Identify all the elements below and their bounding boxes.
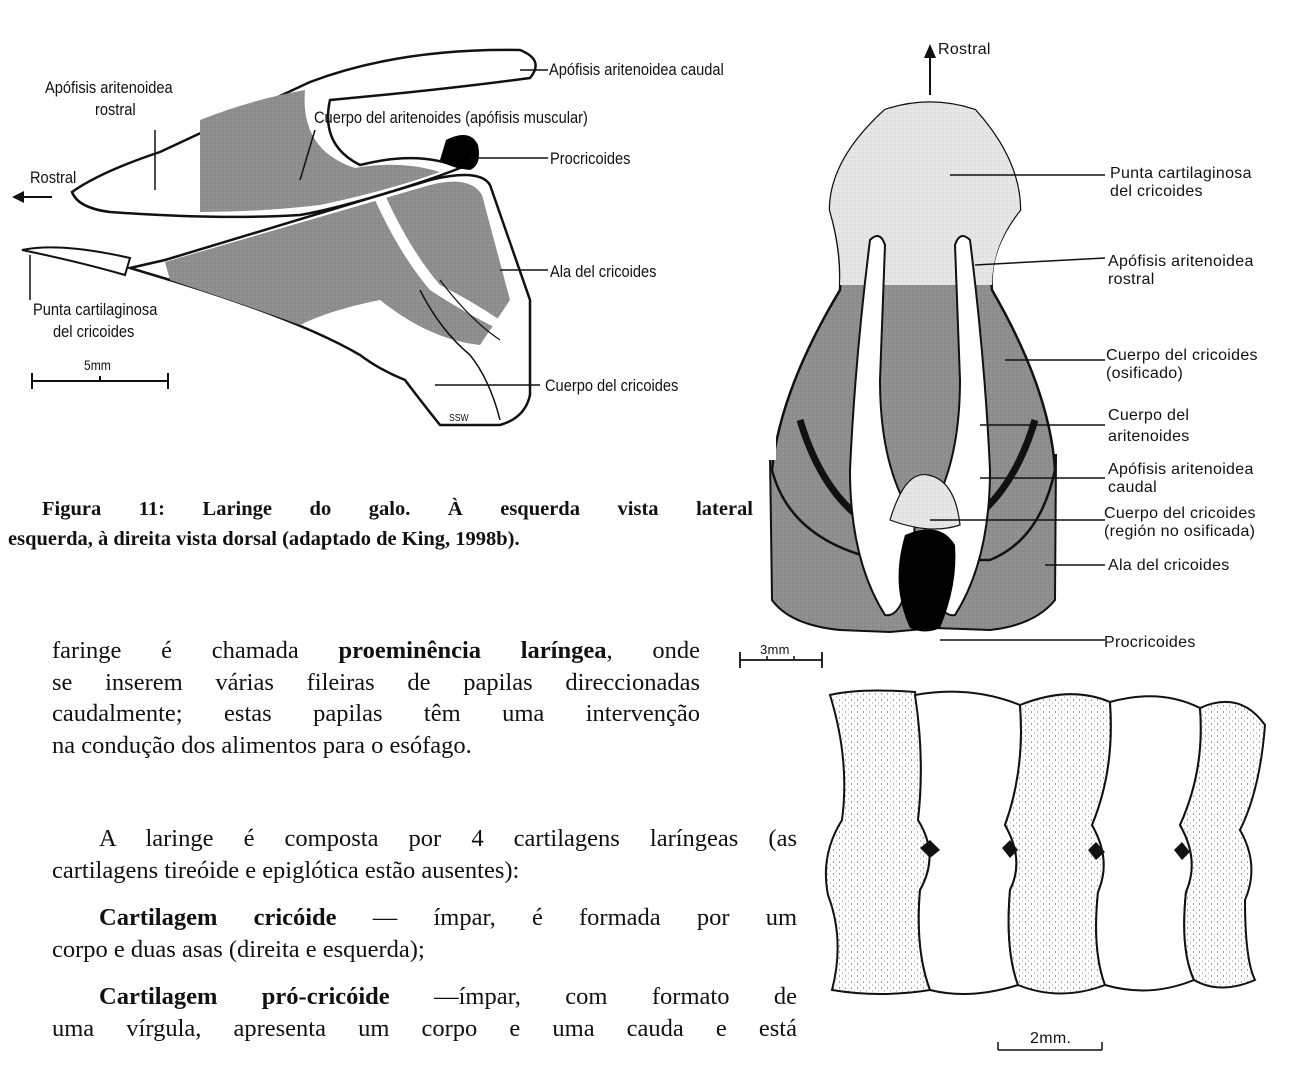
label-cuerpo-cricoides-noosif-2: (región no osificada) bbox=[1104, 523, 1255, 540]
caption-line-1: Figura 11: Laringe do galo. À esquerda v… bbox=[8, 494, 753, 524]
label-procricoides: Procricoides bbox=[550, 149, 630, 168]
label-rostral-left: Rostral bbox=[30, 168, 76, 187]
p3-line-1: Cartilagem cricóide — ímpar, é formada p… bbox=[52, 902, 797, 934]
p1-line-2: se inserem várias fileiras de papilas di… bbox=[52, 667, 700, 699]
paragraph-2: A laringe é composta por 4 cartilagens l… bbox=[52, 823, 797, 886]
label-ala-cricoides: Ala del cricoides bbox=[550, 262, 656, 281]
p2-line-1: A laringe é composta por 4 cartilagens l… bbox=[52, 823, 797, 855]
label-apofisis-rostral-r2: rostral bbox=[1108, 271, 1155, 288]
dorsal-view-figure bbox=[730, 0, 1290, 690]
label-punta-cricoides-r2: del cricoides bbox=[1110, 183, 1203, 200]
caption-line-2: esquerda, à direita vista dorsal (adapta… bbox=[8, 524, 753, 554]
paragraph-4: Cartilagem pró-cricóide —ímpar, com form… bbox=[52, 981, 797, 1044]
p2-line-2: cartilagens tireóide e epiglótica estão … bbox=[52, 855, 797, 887]
p4-line-2: uma vírgula, apresenta um corpo e uma ca… bbox=[52, 1013, 797, 1045]
p1-line-3: caudalmente; estas papilas têm uma inter… bbox=[52, 698, 700, 730]
artist-signature: SSW bbox=[449, 409, 469, 428]
label-apofisis-rostral-r1: Apófisis aritenoidea bbox=[1108, 253, 1254, 270]
label-cuerpo-aritenoides-r1: Cuerpo del bbox=[1108, 407, 1189, 424]
label-apofisis-rostral-line1: Apófisis aritenoidea bbox=[45, 78, 173, 97]
scale-label-5mm: 5mm bbox=[84, 356, 111, 375]
label-punta-cricoides-r1: Punta cartilaginosa bbox=[1110, 165, 1252, 182]
paragraph-1: faringe é chamada proeminência laríngea,… bbox=[52, 635, 700, 761]
p3-line-2: corpo e duas asas (direita e esquerda); bbox=[52, 934, 797, 966]
paragraph-3: Cartilagem cricóide — ímpar, é formada p… bbox=[52, 902, 797, 965]
label-punta-cricoides-line1: Punta cartilaginosa bbox=[33, 300, 157, 319]
label-apofisis-caudal-r2: caudal bbox=[1108, 479, 1157, 496]
label-apofisis-caudal: Apófisis aritenoidea caudal bbox=[549, 60, 724, 79]
label-cuerpo-cricoides-osif-1: Cuerpo del cricoides bbox=[1106, 347, 1258, 364]
label-punta-cricoides-line2: del cricoides bbox=[53, 322, 134, 341]
label-cuerpo-aritenoides: Cuerpo del aritenoides (apófisis muscula… bbox=[314, 108, 588, 127]
term-proeminencia-laringea: proeminência laríngea bbox=[339, 637, 607, 664]
label-ala-cricoides-r: Ala del cricoides bbox=[1108, 557, 1230, 574]
label-rostral-right: Rostral bbox=[938, 41, 991, 58]
label-cuerpo-cricoides-noosif-1: Cuerpo del cricoides bbox=[1104, 505, 1256, 522]
label-procricoides-r: Procricoides bbox=[1104, 634, 1196, 651]
term-cartilagem-pro-cricoide: Cartilagem pró-cricóide bbox=[99, 983, 390, 1010]
trachea-rings-figure bbox=[820, 680, 1300, 1070]
figure-caption: Figura 11: Laringe do galo. À esquerda v… bbox=[8, 494, 753, 554]
scale-label-2mm: 2mm. bbox=[1030, 1030, 1071, 1047]
p1-line-4: na condução dos alimentos para o esófago… bbox=[52, 730, 700, 762]
label-cuerpo-cricoides-osif-2: (osificado) bbox=[1106, 365, 1183, 382]
scale-label-3mm: 3mm bbox=[760, 641, 790, 658]
label-cuerpo-aritenoides-r2: aritenoides bbox=[1108, 428, 1190, 445]
label-cuerpo-cricoides: Cuerpo del cricoides bbox=[545, 376, 678, 395]
label-apofisis-rostral-line2: rostral bbox=[95, 100, 136, 119]
p4-line-1: Cartilagem pró-cricóide —ímpar, com form… bbox=[52, 981, 797, 1013]
p1-line-1: faringe é chamada proeminência laríngea,… bbox=[52, 635, 700, 667]
label-apofisis-caudal-r1: Apófisis aritenoidea bbox=[1108, 461, 1254, 478]
term-cartilagem-cricoide: Cartilagem cricóide bbox=[99, 904, 337, 931]
